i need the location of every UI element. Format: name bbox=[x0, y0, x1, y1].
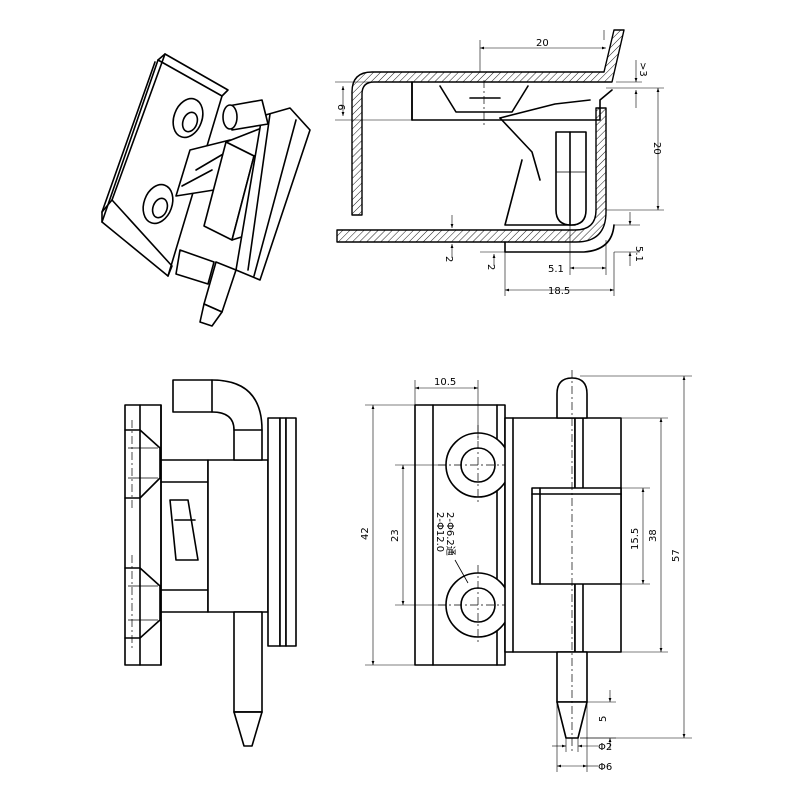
dim-section-overall: 18.5 bbox=[548, 286, 570, 297]
dim-front-tip-length: 5 bbox=[598, 716, 609, 722]
dim-front-knuckle-height: 15.5 bbox=[630, 528, 641, 550]
dim-section-offset: 5.1 bbox=[548, 264, 564, 275]
dim-front-pin-diameter: Φ6 bbox=[598, 762, 612, 773]
dim-section-height: 20 bbox=[651, 142, 662, 155]
dim-front-hole-callout-2: 2-Φ12.0 bbox=[434, 512, 445, 552]
dim-section-sheet-left: 2 bbox=[443, 256, 454, 262]
dim-front-total-height: 57 bbox=[671, 549, 682, 562]
dim-section-width-top: 20 bbox=[536, 38, 549, 49]
dim-section-lip: 6 bbox=[335, 104, 346, 110]
dim-section-offset-v: 5.1 bbox=[633, 246, 644, 262]
dim-section-sheet-right: 2 bbox=[485, 264, 496, 270]
dim-section-gap: >3 bbox=[637, 62, 648, 77]
isometric-view bbox=[101, 53, 311, 327]
dim-front-leaf-height: 42 bbox=[360, 527, 371, 540]
dim-front-hole-pitch: 23 bbox=[390, 529, 401, 542]
side-view bbox=[124, 379, 297, 747]
dim-front-body-height: 38 bbox=[648, 529, 659, 542]
dim-front-leaf-width: 10.5 bbox=[434, 377, 456, 388]
dim-front-hole-callout-1: 2-Φ6.2通 bbox=[444, 512, 456, 556]
front-view: 10.5 42 23 2-Φ6.2通 2-Φ12.0 15.5 38 57 bbox=[360, 370, 692, 773]
dim-front-tip-diameter: Φ2 bbox=[598, 742, 612, 753]
section-view: 20 >3 6 20 2 2 5.1 5.1 bbox=[335, 29, 664, 297]
